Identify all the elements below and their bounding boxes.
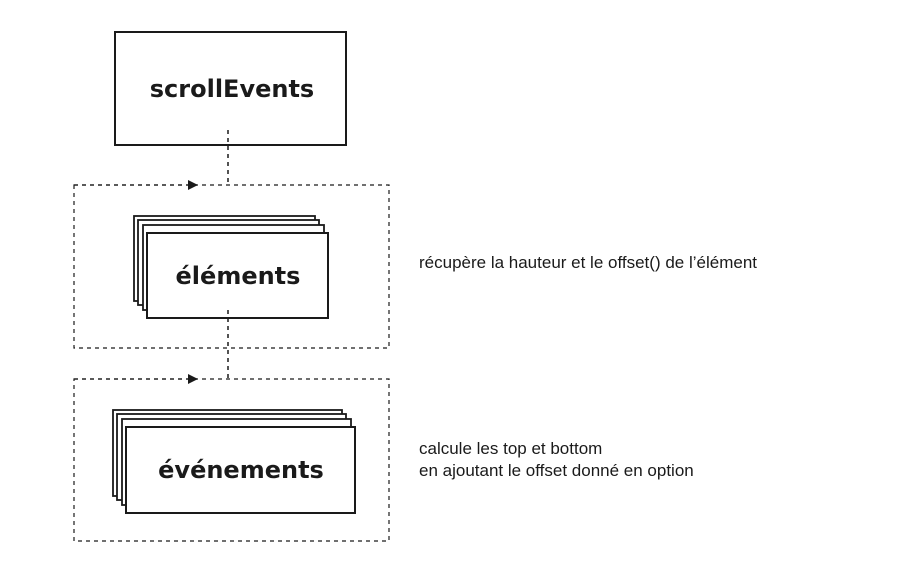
elements-label: éléments	[176, 262, 301, 290]
events-group-container	[73, 378, 390, 542]
scrollevents-label: scrollEvents	[150, 75, 314, 103]
events-card-stack: événements	[112, 409, 356, 514]
elements-card-front	[146, 232, 329, 319]
elements-card-stack: éléments	[133, 215, 329, 319]
events-annotation: calcule les top et bottom en ajoutant le…	[419, 438, 694, 482]
events-annotation-line2: en ajoutant le offset donné en option	[419, 461, 694, 480]
elements-annotation: récupère la hauteur et le offset() de l’…	[419, 252, 757, 274]
events-annotation-line1: calcule les top et bottom	[419, 439, 603, 458]
events-label: événements	[158, 456, 324, 484]
elements-group-container	[73, 184, 390, 349]
scrollevents-box	[114, 31, 347, 146]
events-card-front	[125, 426, 356, 514]
elements-annotation-text: récupère la hauteur et le offset() de l’…	[419, 253, 757, 272]
